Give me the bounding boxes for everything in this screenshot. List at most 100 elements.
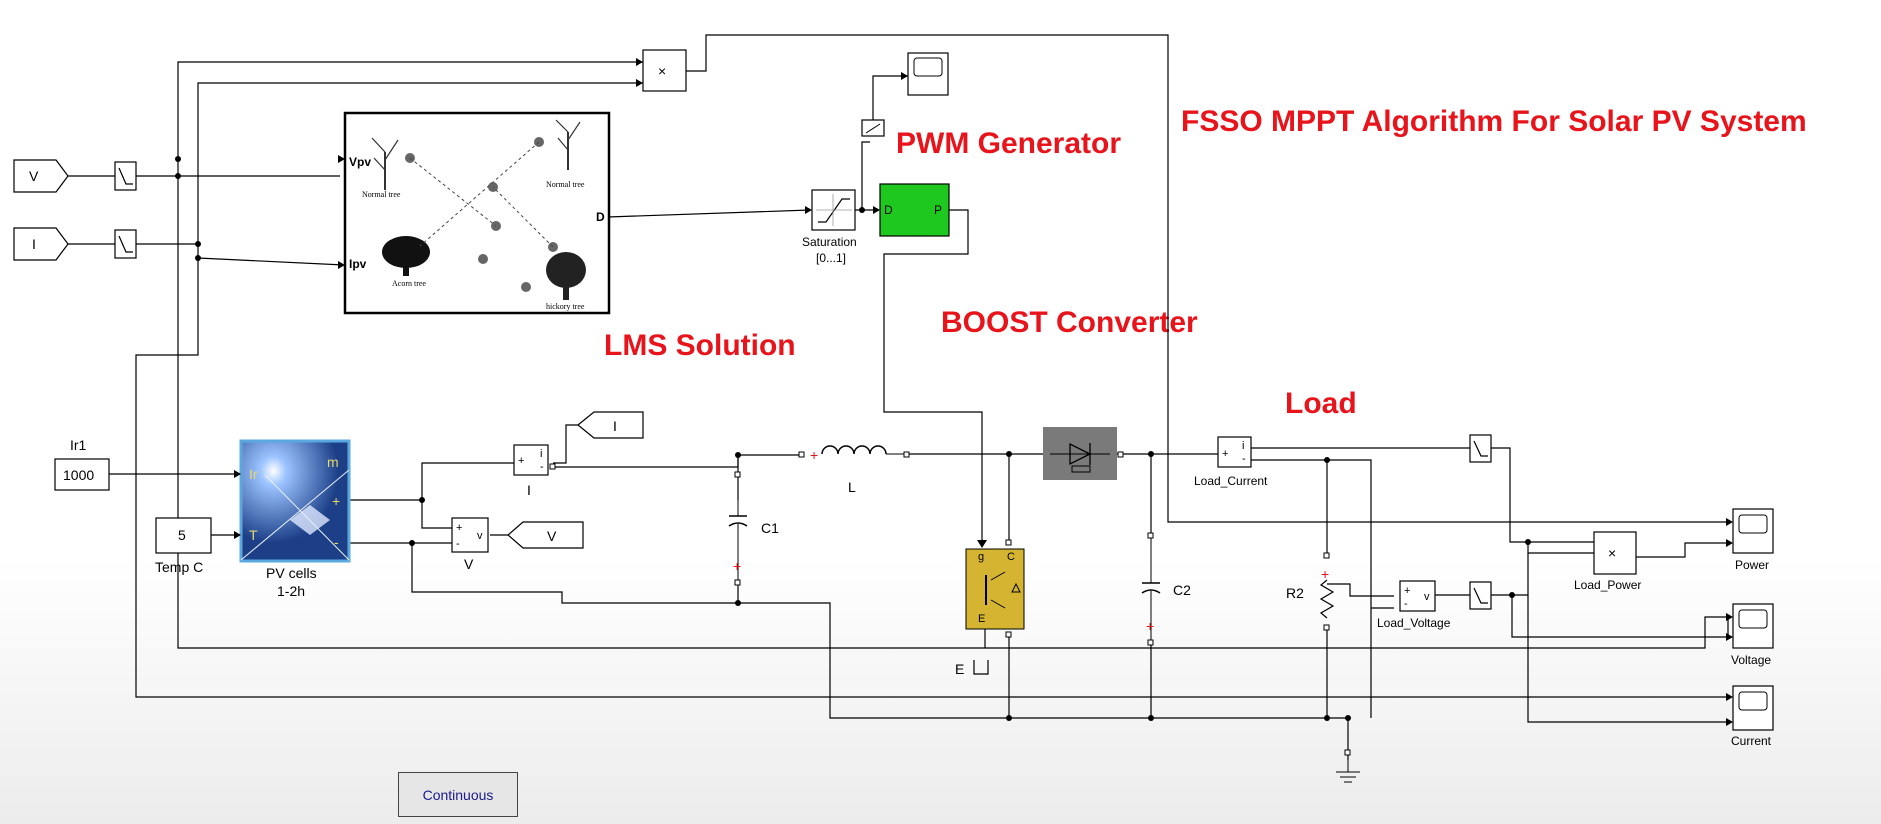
- svg-text:m: m: [327, 454, 339, 470]
- pwm-scope[interactable]: [901, 52, 949, 96]
- load-title: Load: [1285, 387, 1357, 420]
- diode-block[interactable]: [1043, 427, 1124, 480]
- powergui-continuous-button[interactable]: Continuous: [398, 772, 518, 817]
- load-current-label: Load_Current: [1194, 474, 1268, 488]
- svg-text:+: +: [810, 447, 818, 463]
- filter-block-load-voltage[interactable]: [1469, 581, 1492, 610]
- temperature-constant[interactable]: 5: [155, 517, 212, 554]
- svg-text:×: ×: [658, 63, 666, 79]
- svg-text:I: I: [32, 236, 36, 252]
- inductor-label: L: [848, 479, 856, 495]
- svg-text:D: D: [884, 203, 893, 217]
- display-switch-block[interactable]: [861, 119, 885, 137]
- load-power-product[interactable]: ×: [1593, 531, 1637, 575]
- filter-block-load-current[interactable]: [1469, 434, 1492, 463]
- svg-text:-: -: [540, 461, 544, 473]
- tree-icon: [555, 119, 581, 170]
- svg-text:T: T: [249, 527, 258, 543]
- boost-converter-title: BOOST Converter: [941, 306, 1198, 339]
- port-ipv: Ipv: [349, 257, 367, 271]
- svg-text:V: V: [29, 168, 39, 184]
- normal-tree-label: Normal tree: [546, 180, 585, 189]
- load-voltage-label: Load_Voltage: [1377, 616, 1451, 630]
- svg-text:+: +: [1404, 585, 1410, 597]
- capacitor-c2[interactable]: +: [1141, 532, 1161, 646]
- svg-text:-: -: [334, 534, 339, 550]
- hickory-tree-label: hickory tree: [546, 302, 585, 311]
- svg-text:v: v: [477, 530, 483, 542]
- svg-text:i: i: [1242, 440, 1244, 452]
- irradiance-constant[interactable]: 1000: [54, 458, 110, 491]
- irradiance-label: Ir1: [70, 437, 87, 453]
- igbt-terminal-label: E: [955, 661, 964, 677]
- from-tag-v[interactable]: V: [13, 159, 69, 193]
- filter-block-i[interactable]: [114, 229, 137, 259]
- svg-text:g: g: [978, 551, 984, 563]
- signal-wires: [68, 34, 1729, 723]
- capacitor-c1[interactable]: +: [728, 471, 748, 586]
- pv-cells-label: PV cells: [266, 565, 317, 581]
- igbt-block[interactable]: g C E: [965, 539, 1025, 648]
- ground-icon: [1336, 749, 1360, 783]
- r2-label: R2: [1286, 585, 1304, 601]
- inductor-l[interactable]: +: [798, 445, 910, 463]
- load-voltage-measurement[interactable]: + - v: [1399, 580, 1436, 612]
- svg-text:×: ×: [1608, 545, 1616, 561]
- svg-text:+: +: [733, 558, 741, 574]
- acorn-tree-label: Acorn tree: [392, 279, 426, 288]
- svg-text:V: V: [547, 528, 557, 544]
- main-title: FSSO MPPT Algorithm For Solar PV System: [1181, 105, 1807, 138]
- filter-block-v[interactable]: [114, 161, 137, 191]
- goto-tag-i-out[interactable]: I: [577, 411, 644, 439]
- svg-text:+: +: [456, 522, 462, 534]
- power-scope[interactable]: [1726, 508, 1774, 554]
- electrical-wires: [349, 453, 1394, 760]
- lms-solution-title: LMS Solution: [604, 329, 796, 362]
- svg-text:I: I: [613, 418, 617, 434]
- temperature-label: Temp C: [155, 559, 203, 575]
- svg-text:1000: 1000: [63, 467, 94, 483]
- svg-text:+: +: [1222, 448, 1228, 460]
- pwm-generator-block[interactable]: D P: [873, 183, 950, 237]
- current-scope[interactable]: [1726, 685, 1774, 731]
- port-d: D: [596, 210, 605, 224]
- goto-tag-v-out[interactable]: V: [507, 521, 584, 549]
- voltage-scope-label: Voltage: [1731, 653, 1771, 667]
- c1-label: C1: [761, 520, 779, 536]
- load-current-measurement[interactable]: + i -: [1217, 436, 1252, 468]
- normal-tree-label: Normal tree: [362, 190, 401, 199]
- svg-text:Saturation: Saturation: [802, 235, 857, 249]
- voltage-measurement-block[interactable]: + - v: [451, 517, 489, 553]
- current-scope-label: Current: [1731, 734, 1772, 748]
- svg-text:v: v: [1424, 591, 1430, 603]
- svg-text:P: P: [934, 203, 942, 217]
- svg-text:5: 5: [178, 527, 186, 543]
- port-vpv: Vpv: [349, 155, 371, 169]
- tree-icon: [382, 236, 430, 276]
- product-block-pv[interactable]: ×: [636, 49, 687, 92]
- resistor-r2[interactable]: +: [1319, 552, 1335, 631]
- junction-dots: [175, 156, 1531, 721]
- svg-text:[0...1]: [0...1]: [816, 251, 846, 265]
- current-measurement-block[interactable]: + i -: [513, 444, 556, 476]
- svg-text:C: C: [1007, 551, 1015, 563]
- svg-text:+: +: [332, 493, 340, 509]
- saturation-block[interactable]: Saturation [0...1]: [802, 189, 857, 265]
- pv-cells-sublabel: 1-2h: [277, 583, 305, 599]
- svg-text:E: E: [978, 613, 985, 625]
- from-tag-i[interactable]: I: [13, 227, 69, 261]
- svg-text:+: +: [518, 455, 524, 467]
- terminator-e: [973, 660, 989, 675]
- svg-text:Ir: Ir: [249, 466, 258, 482]
- fsso-mppt-block[interactable]: Vpv Ipv D: [338, 111, 611, 315]
- voltage-measurement-label: V: [464, 556, 474, 572]
- svg-text:-: -: [1404, 598, 1408, 610]
- voltage-scope[interactable]: [1726, 603, 1774, 649]
- igbt-gate-arrow: [977, 540, 987, 548]
- tree-icon: [546, 252, 586, 300]
- current-measurement-label: I: [527, 482, 531, 498]
- pwm-generator-title: PWM Generator: [896, 127, 1121, 160]
- tree-icon: [371, 137, 399, 190]
- pv-cells-block[interactable]: Ir T m + -: [234, 439, 351, 563]
